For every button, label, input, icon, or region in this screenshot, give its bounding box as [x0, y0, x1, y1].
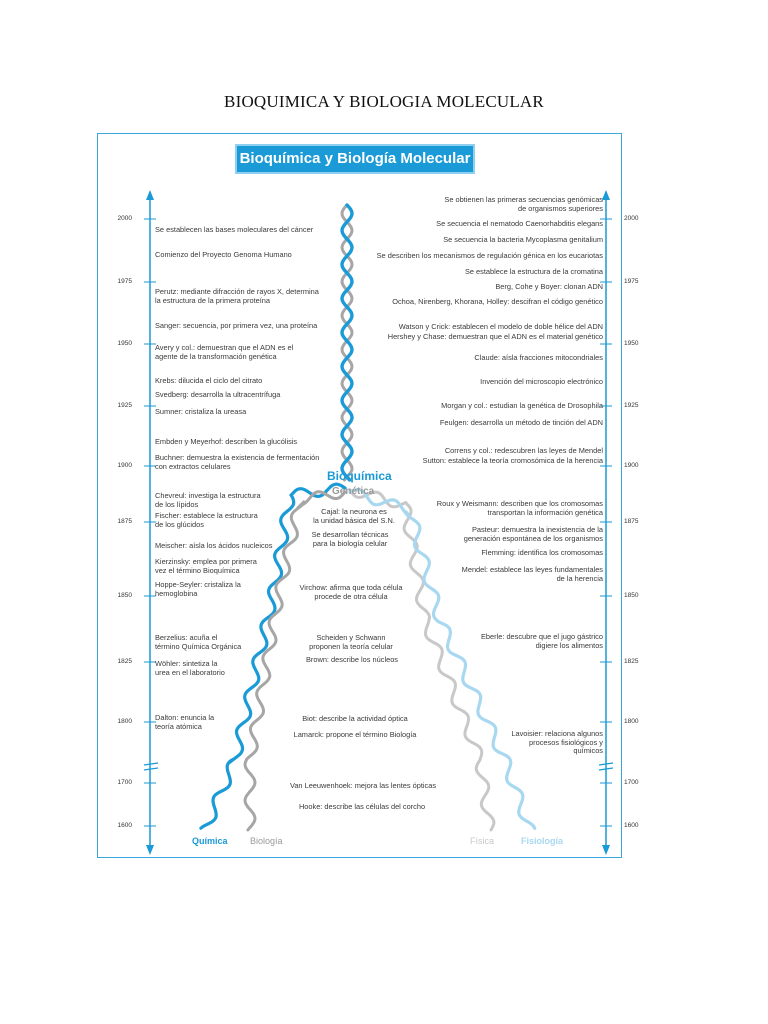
right-event: Eberle: descubre que el jugo gástrico di… — [480, 632, 603, 650]
merged-label-genetica: Genética — [332, 486, 375, 497]
helix-biologia — [243, 490, 347, 832]
right-event: Se describen los mecanismos de regulació… — [376, 251, 603, 260]
left-axis-arrow-down — [146, 845, 154, 855]
tick-right-1825: 1825 — [624, 658, 639, 665]
helix-top-blue — [340, 203, 354, 482]
right-event: Se secuencia la bacteria Mycoplasma geni… — [443, 235, 603, 244]
right-axis-arrow-down — [602, 845, 610, 855]
helix-fisiologia — [348, 488, 537, 830]
right-event: Watson y Crick: establecen el modelo de … — [398, 322, 603, 331]
left-event: Dalton: enuncia la teoría atómica — [155, 713, 215, 731]
right-axis-arrow-up — [602, 190, 610, 200]
tick-left-1950: 1950 — [117, 340, 132, 347]
right-event: Hershey y Chase: demuestran que el ADN e… — [387, 332, 603, 341]
center-event: Se desarrollan técnicas para la biología… — [311, 530, 389, 548]
tick-right-1975: 1975 — [624, 278, 639, 285]
left-event: Perutz: mediante difracción de rayos X, … — [155, 287, 319, 305]
left-event: Se establecen las bases moleculares del … — [155, 225, 314, 234]
left-event: Chevreul: investiga la estructura de los… — [155, 491, 261, 509]
right-event: Mendel: establece las leyes fundamentale… — [461, 565, 603, 583]
left-event: Svedberg: desarrolla la ultracentrífuga — [155, 390, 281, 399]
right-event: Roux y Weismann: describen que los cromo… — [436, 499, 603, 517]
helix-strands — [199, 203, 537, 832]
left-axis-arrow-up — [146, 190, 154, 200]
tick-left-1925: 1925 — [117, 402, 132, 409]
center-event: Hooke: describe las células del corcho — [298, 802, 426, 811]
right-event: Se establece la estructura de la cromati… — [464, 267, 603, 276]
right-event: Ochoa, Nirenberg, Khorana, Holley: desci… — [392, 297, 603, 306]
tick-right-1925: 1925 — [624, 402, 639, 409]
center-event: Cajal: la neurona es la unidad básica de… — [313, 507, 395, 525]
strand-label-biologia: Biología — [250, 836, 283, 846]
right-event: Sutton: establece la teoría cromosómica … — [422, 456, 603, 465]
left-event: Berzelius: acuña el término Química Orgá… — [155, 633, 242, 651]
left-event: Sumner: cristaliza la ureasa — [155, 407, 247, 416]
tick-right-2000: 2000 — [624, 215, 639, 222]
tick-left-1900: 1900 — [117, 462, 132, 469]
tick-right-1700: 1700 — [624, 779, 639, 786]
diagram-banner: Bioquímica y Biología Molecular — [235, 144, 475, 174]
left-event: Sanger: secuencia, por primera vez, una … — [155, 321, 318, 330]
left-event: Hoppe-Seyler: cristaliza la hemoglobina — [155, 580, 241, 598]
tick-right-1800: 1800 — [624, 718, 639, 725]
left-event: Kierzinsky: emplea por primera vez el té… — [155, 557, 257, 575]
tick-left-1700: 1700 — [117, 779, 132, 786]
tick-left-1850: 1850 — [117, 592, 132, 599]
right-event: Correns y col.: redescubren las leyes de… — [444, 446, 603, 455]
strand-label-quimica: Química — [192, 836, 228, 846]
left-event: Buchner: demuestra la existencia de ferm… — [155, 453, 320, 471]
center-event: Lamarck: propone el término Biología — [293, 730, 417, 739]
center-event: Van Leeuwenhoek: mejora las lentes óptic… — [289, 781, 437, 790]
strand-label-fisica: Física — [470, 836, 495, 846]
right-event: Claude: aísla fracciones mitocondriales — [474, 353, 603, 362]
diagram-frame — [97, 133, 622, 858]
tick-left-1825: 1825 — [117, 658, 132, 665]
tick-left-1600: 1600 — [117, 822, 132, 829]
helix-fisica — [348, 488, 496, 832]
right-event: Morgan y col.: estudian la genética de D… — [441, 401, 603, 410]
right-event: Se secuencia el nematodo Caenorhabditis … — [436, 219, 603, 228]
right-event: Feulgen: desarrolla un método de tinción… — [439, 418, 603, 427]
right-event: Berg, Cohe y Boyer: clonan ADN — [495, 282, 603, 291]
tick-right-1600: 1600 — [624, 822, 639, 829]
tick-right-1900: 1900 — [624, 462, 639, 469]
left-event: Meischer: aísla los ácidos nucleicos — [155, 541, 273, 550]
tick-left-1875: 1875 — [117, 518, 132, 525]
center-event: Scheiden y Schwann proponen la teoría ce… — [309, 633, 393, 651]
left-event: Embden y Meyerhof: describen la glucólis… — [155, 437, 298, 446]
axis-tick-marks — [144, 218, 612, 827]
tick-right-1875: 1875 — [624, 518, 639, 525]
helix-top-gray — [340, 203, 354, 482]
tick-left-1800: 1800 — [117, 718, 132, 725]
center-event: Brown: describe los núcleos — [305, 655, 399, 664]
left-event: Wöhler: sintetiza la urea en el laborato… — [155, 659, 225, 677]
right-event: Se obtienen las primeras secuencias genó… — [444, 195, 603, 213]
right-event: Lavoisier: relaciona algunos procesos fi… — [511, 729, 603, 756]
left-event: Avery y col.: demuestran que el ADN es e… — [155, 343, 294, 361]
left-event: Comienzo del Proyecto Genoma Humano — [155, 250, 292, 259]
tick-left-1975: 1975 — [117, 278, 132, 285]
center-event: Biot: describe la actividad óptica — [302, 714, 408, 723]
left-event: Krebs: dilucida el ciclo del citrato — [155, 376, 263, 385]
center-event: Virchow: afirma que toda célula procede … — [299, 583, 403, 601]
page-title: BIOQUIMICA Y BIOLOGIA MOLECULAR — [224, 92, 544, 111]
left-event: Fischer: establece la estructura de los … — [155, 511, 258, 529]
helix-quimica — [199, 482, 347, 830]
merged-label-bioquimica: Bioquímica — [327, 469, 392, 483]
strand-label-fisiologia: Fisiología — [521, 836, 564, 846]
tick-right-1850: 1850 — [624, 592, 639, 599]
right-event: Flemming: identifica los cromosomas — [481, 548, 603, 557]
tick-right-1950: 1950 — [624, 340, 639, 347]
tick-left-2000: 2000 — [117, 215, 132, 222]
right-event: Pasteur: demuestra la inexistencia de la… — [463, 525, 603, 543]
right-event: Invención del microscopio electrónico — [480, 377, 603, 386]
